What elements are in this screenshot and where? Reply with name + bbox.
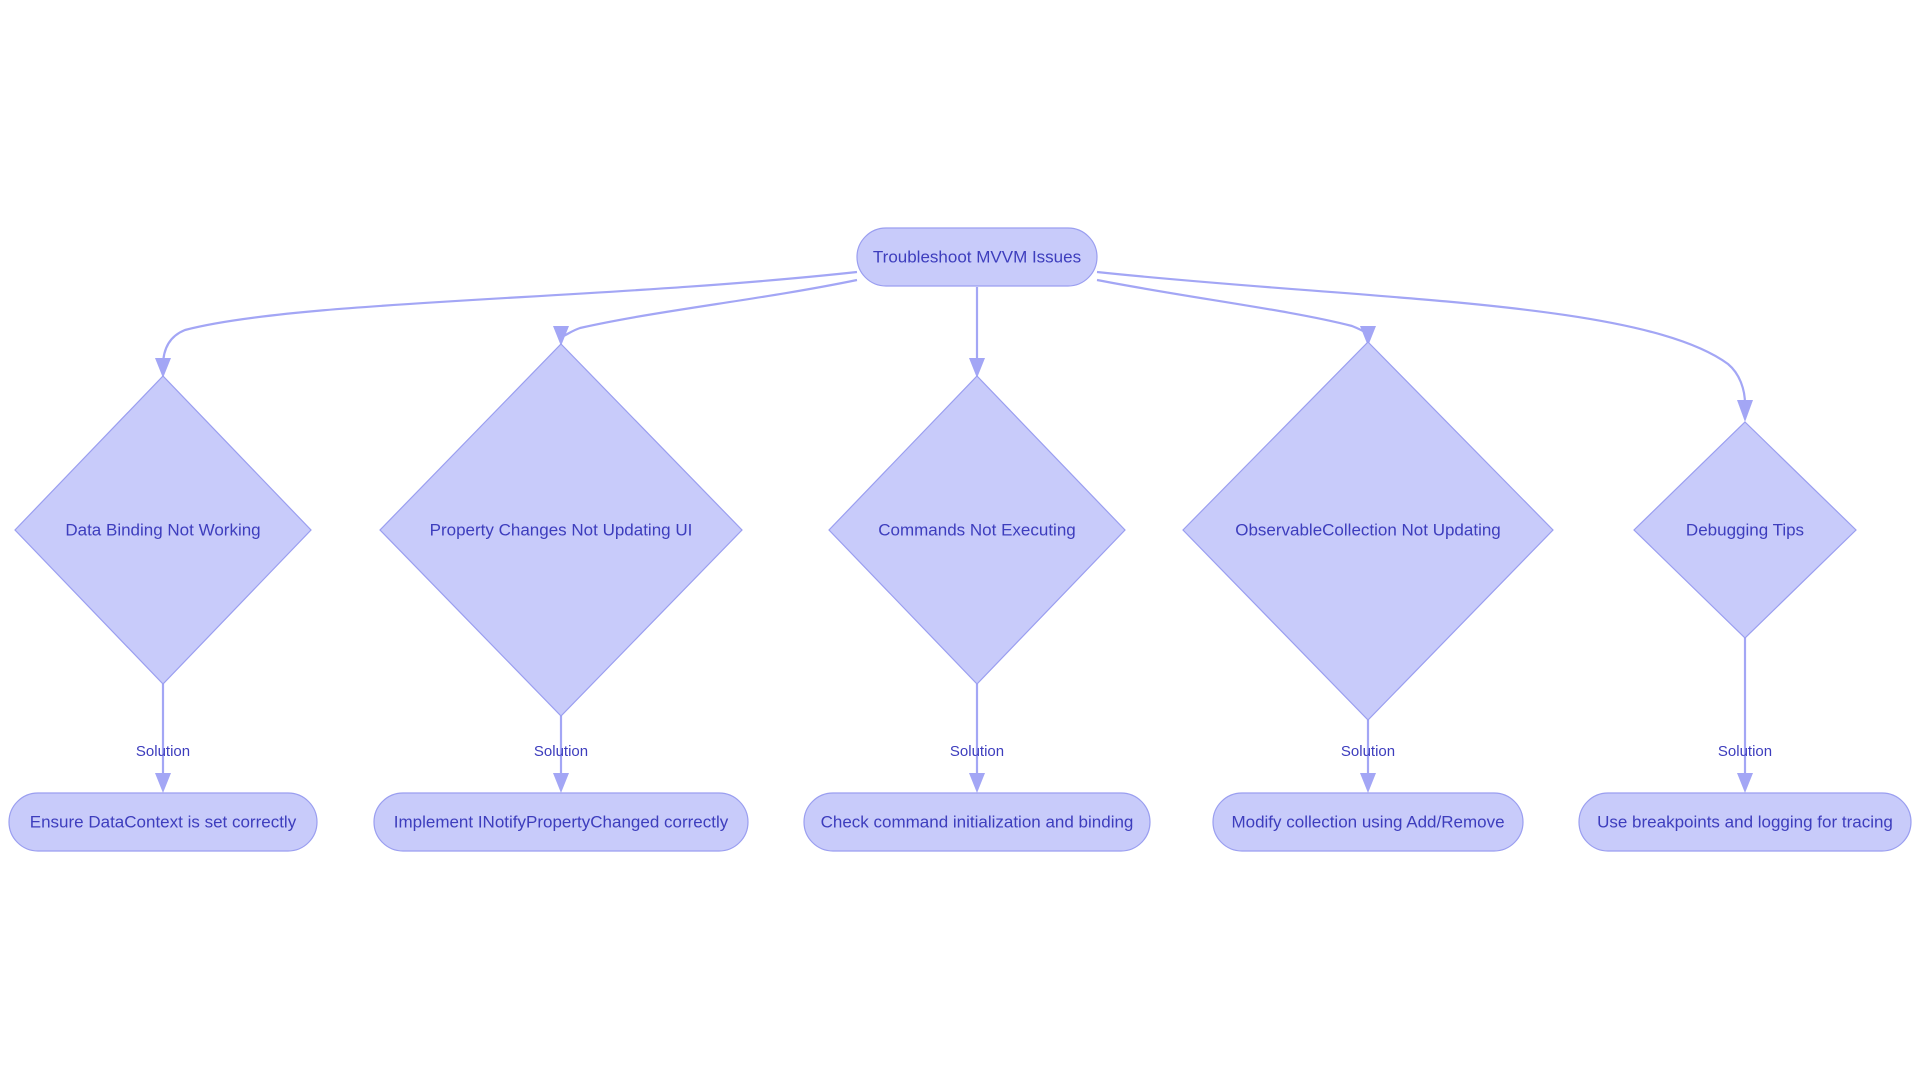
node-commands-not-executing[interactable]: Commands Not Executing [828, 375, 1126, 685]
edge-label-solution: Solution [1341, 743, 1395, 760]
decision-nodes: Data Binding Not Working Property Change… [14, 341, 1857, 721]
rounded-rect-shape[interactable] [8, 792, 318, 852]
edge-path [559, 278, 858, 338]
edge-label-solution: Solution [136, 743, 190, 760]
node-property-changes-not-updating-ui[interactable]: Property Changes Not Updating UI [379, 343, 743, 717]
node-label: Modify collection using Add/Remove [1231, 812, 1504, 831]
node-debugging-tips[interactable]: Debugging Tips [1633, 421, 1857, 639]
node-label: Commands Not Executing [878, 520, 1075, 539]
rounded-rect-shape[interactable] [856, 227, 1098, 287]
edge-label-solution: Solution [1718, 743, 1772, 760]
edge-label-solution: Solution [950, 743, 1004, 760]
arrowhead-icon [1737, 400, 1753, 422]
diamond-shape[interactable] [1182, 341, 1554, 721]
node-check-command-initialization-and-binding[interactable]: Check command initialization and binding [803, 792, 1151, 852]
edge-root-to-commands [969, 287, 985, 378]
node-implement-inotifypropertychanged-correctly[interactable]: Implement INotifyPropertyChanged correct… [373, 792, 749, 852]
node-label: Ensure DataContext is set correctly [30, 812, 297, 831]
node-label: Implement INotifyPropertyChanged correct… [394, 812, 729, 831]
node-label: Debugging Tips [1686, 520, 1804, 539]
diamond-shape[interactable] [379, 343, 743, 717]
node-observablecollection-not-updating[interactable]: ObservableCollection Not Updating [1182, 341, 1554, 721]
arrowhead-icon [155, 358, 171, 378]
arrowhead-icon [553, 773, 569, 793]
edge-path [161, 270, 858, 367]
edge-group-root-to-decisions [155, 270, 1753, 422]
edge-group-decisions-to-solutions: Solution Solution Solution Solution Solu… [136, 638, 1772, 793]
arrowhead-icon [1360, 326, 1376, 346]
edge-root-to-debugging-tips [1096, 270, 1753, 422]
edge-observable-collection-to-solution: Solution [1341, 720, 1395, 793]
rounded-rect-shape[interactable] [1212, 792, 1524, 852]
rounded-rect-shape[interactable] [803, 792, 1151, 852]
diamond-shape[interactable] [1633, 421, 1857, 639]
edge-debugging-tips-to-solution: Solution [1718, 638, 1772, 793]
node-label: Property Changes Not Updating UI [430, 520, 693, 539]
arrowhead-icon [553, 326, 569, 346]
edge-path [1096, 278, 1369, 335]
node-label: ObservableCollection Not Updating [1235, 520, 1501, 539]
solution-nodes: Ensure DataContext is set correctly Impl… [8, 792, 1912, 852]
edge-root-to-observable-collection [1096, 278, 1376, 346]
node-label: Data Binding Not Working [65, 520, 260, 539]
arrowhead-icon [969, 773, 985, 793]
node-troubleshoot-mvvm-issues[interactable]: Troubleshoot MVVM Issues [856, 227, 1098, 287]
node-label: Check command initialization and binding [821, 812, 1134, 831]
diamond-shape[interactable] [14, 375, 312, 685]
arrowhead-icon [155, 773, 171, 793]
edge-property-changes-to-solution: Solution [534, 716, 588, 793]
edge-data-binding-to-solution: Solution [136, 684, 190, 793]
rounded-rect-shape[interactable] [1578, 792, 1912, 852]
edge-commands-to-solution: Solution [950, 684, 1004, 793]
node-label: Troubleshoot MVVM Issues [873, 247, 1081, 266]
edge-path [1096, 270, 1747, 405]
arrowhead-icon [1360, 773, 1376, 793]
node-ensure-datacontext-is-set-correctly[interactable]: Ensure DataContext is set correctly [8, 792, 318, 852]
node-use-breakpoints-and-logging-for-tracing[interactable]: Use breakpoints and logging for tracing [1578, 792, 1912, 852]
diamond-shape[interactable] [828, 375, 1126, 685]
edge-root-to-data-binding [155, 270, 858, 378]
node-data-binding-not-working[interactable]: Data Binding Not Working [14, 375, 312, 685]
arrowhead-icon [1737, 773, 1753, 793]
arrowhead-icon [969, 358, 985, 378]
node-label: Use breakpoints and logging for tracing [1597, 812, 1893, 831]
rounded-rect-shape[interactable] [373, 792, 749, 852]
node-modify-collection-using-add-remove[interactable]: Modify collection using Add/Remove [1212, 792, 1524, 852]
edge-label-solution: Solution [534, 743, 588, 760]
edge-root-to-property-changes [553, 278, 858, 346]
